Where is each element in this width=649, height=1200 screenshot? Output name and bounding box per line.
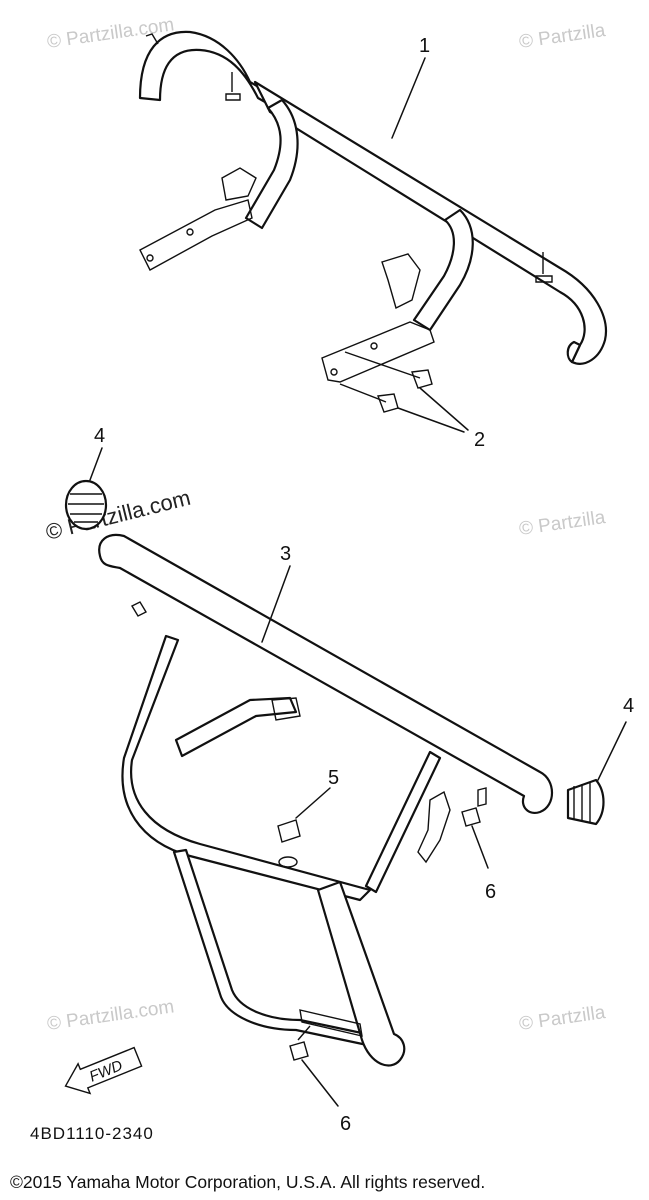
part-4-cap-right	[566, 778, 605, 826]
callout-2: 2	[474, 429, 485, 451]
part-1-upper-bar	[138, 30, 607, 383]
callout-4-left: 4	[94, 425, 105, 447]
copyright-notice: ©2015 Yamaha Motor Corporation, U.S.A. A…	[10, 1172, 486, 1192]
callout-6-right: 6	[485, 881, 496, 903]
watermark: © Partzilla	[518, 1002, 607, 1035]
part-6-bolt-right	[461, 787, 487, 827]
callout-1: 1	[419, 35, 430, 57]
part-6-bolt-lower	[289, 1025, 311, 1061]
watermark: © Partzilla	[518, 507, 607, 540]
diagram-part-number: 4BD1110-2340	[30, 1124, 154, 1143]
callout-3: 3	[280, 543, 291, 565]
callout-6-lower: 6	[340, 1113, 351, 1135]
fwd-label: FWD	[87, 1057, 125, 1086]
callout-4-right: 4	[623, 695, 634, 717]
part-4-cap-left	[64, 479, 108, 531]
part-2-bolts	[339, 351, 469, 433]
fwd-arrow-icon: FWD	[64, 1046, 143, 1095]
watermark: © Partzilla	[518, 20, 607, 53]
callout-5: 5	[328, 767, 339, 789]
watermark: © Partzilla.com	[46, 996, 176, 1035]
part-3-lower-guard	[98, 533, 554, 1067]
leader-lines	[89, 57, 627, 1107]
